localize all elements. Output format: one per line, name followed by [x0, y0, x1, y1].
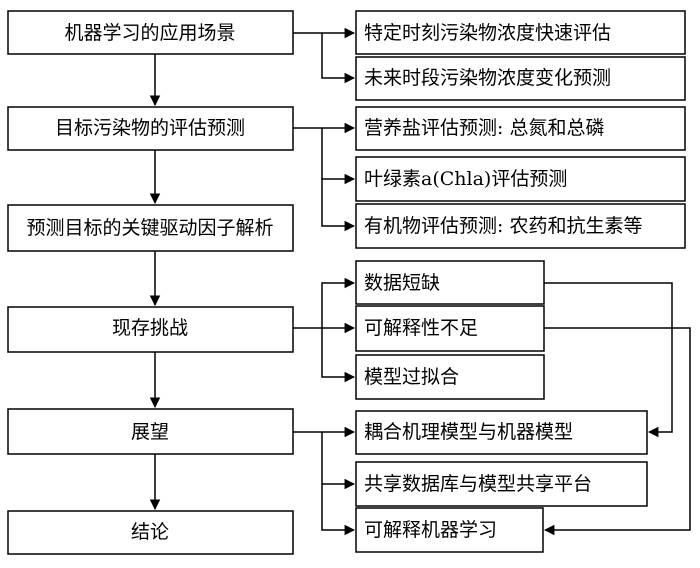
- node-m6-label: 结论: [131, 521, 169, 543]
- edge-m5-s10: [321, 432, 356, 490]
- node-m3-label: 预测目标的关键驱动因子解析: [26, 217, 273, 239]
- edge-s7-s11: [543, 327, 691, 536]
- node-s7-label: 可解释性不足: [364, 317, 478, 339]
- node-m5-label: 展望: [131, 421, 169, 443]
- node-m2-label: 目标污染物的评估预测: [55, 117, 245, 139]
- node-m1-label: 机器学习的应用场景: [64, 22, 235, 44]
- node-s4: 叶绿素a(Chla)评估预测: [355, 156, 686, 202]
- node-m4: 现存挑战: [7, 306, 294, 353]
- node-s1: 特定时刻污染物浓度快速评估: [355, 10, 686, 55]
- node-m3: 预测目标的关键驱动因子解析: [7, 204, 294, 252]
- node-s1-label: 特定时刻污染物浓度快速评估: [364, 22, 611, 44]
- edge-m4-s6: [321, 277, 356, 328]
- node-s8: 模型过拟合: [355, 354, 545, 400]
- edge-m2-s4: [321, 128, 356, 185]
- node-m6: 结论: [7, 510, 294, 555]
- node-s2: 未来时段污染物浓度变化预测: [355, 56, 686, 101]
- node-s10-label: 共享数据库与模型共享平台: [364, 473, 592, 495]
- node-s5: 有机物评估预测: 农药和抗生素等: [355, 203, 686, 249]
- node-s4-label: 叶绿素a(Chla)评估预测: [364, 168, 567, 190]
- node-m5: 展望: [7, 408, 294, 455]
- edge-m1-s2: [321, 33, 356, 84]
- edges-layer: [149, 27, 691, 536]
- edge-m2-s5: [321, 179, 356, 232]
- node-s11-label: 可解释机器学习: [364, 519, 497, 541]
- node-s9-label: 耦合机理模型与机器模型: [364, 421, 573, 443]
- node-s9: 耦合机理模型与机器模型: [355, 410, 648, 455]
- node-s10: 共享数据库与模型共享平台: [355, 461, 648, 507]
- edge-m5-s11: [321, 484, 356, 536]
- node-s2-label: 未来时段污染物浓度变化预测: [364, 67, 611, 89]
- edge-m4-s8: [321, 328, 356, 383]
- node-s5-label: 有机物评估预测: 农药和抗生素等: [364, 215, 642, 237]
- node-s7: 可解释性不足: [355, 305, 545, 352]
- node-s3-label: 营养盐评估预测: 总氮和总磷: [364, 117, 604, 139]
- edge-s6-s9: [544, 282, 673, 438]
- node-s6: 数据短缺: [355, 260, 545, 305]
- node-s6-label: 数据短缺: [364, 272, 440, 294]
- node-s3: 营养盐评估预测: 总氮和总磷: [355, 106, 686, 151]
- node-m2: 目标污染物的评估预测: [7, 106, 294, 151]
- node-s11: 可解释机器学习: [355, 507, 544, 553]
- node-m4-label: 现存挑战: [112, 317, 188, 339]
- node-s8-label: 模型过拟合: [364, 366, 459, 388]
- node-m1: 机器学习的应用场景: [7, 10, 294, 55]
